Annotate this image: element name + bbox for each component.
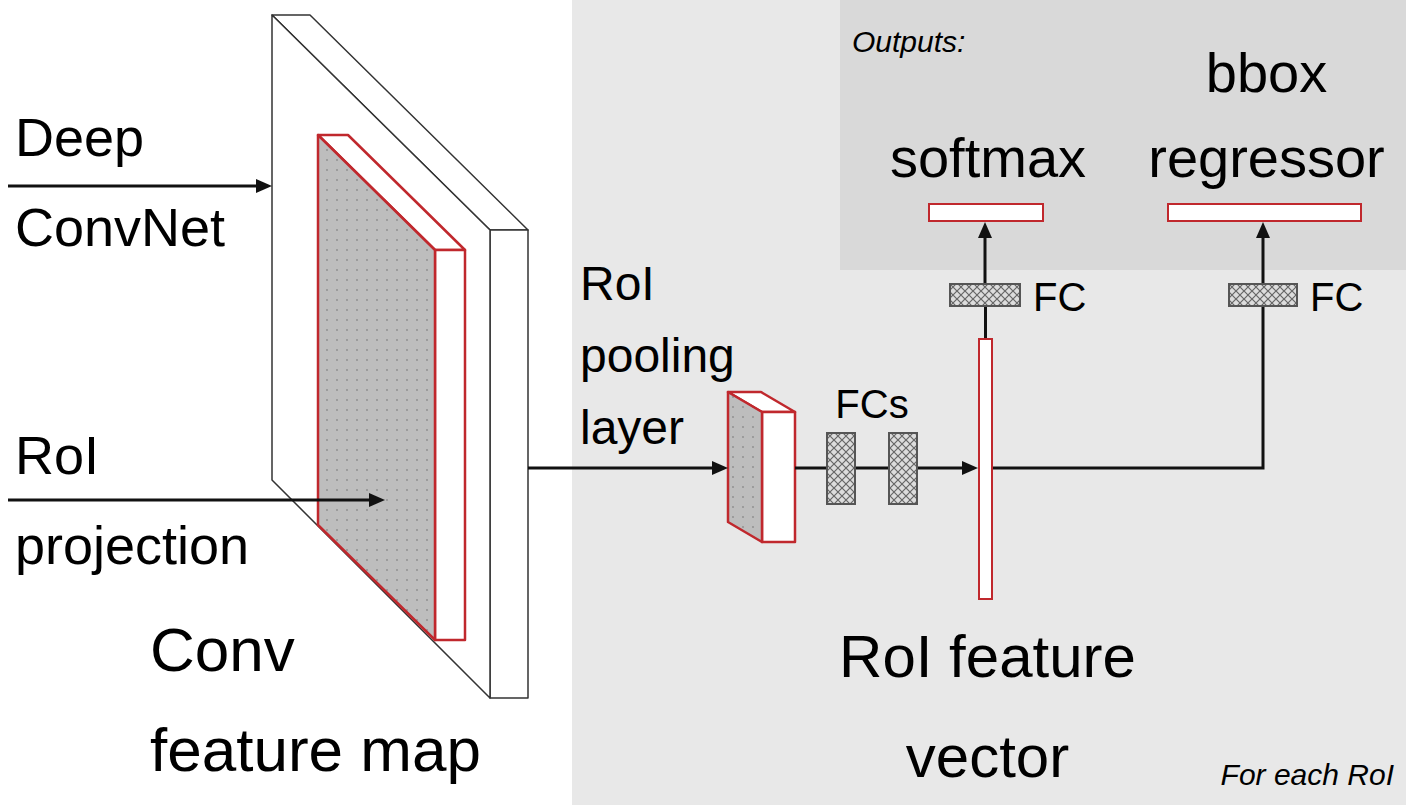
output-label: softmax (838, 115, 1138, 200)
text-anchor: softmax (838, 115, 1138, 200)
connector (528, 461, 728, 475)
text-anchor: FC (1033, 277, 1113, 317)
shape-outline (826, 432, 918, 505)
layer-label: RoI pooling layer (580, 248, 780, 464)
plate-side (490, 230, 528, 698)
text-anchor: Conv feature map (150, 600, 495, 800)
text-anchor: RoI pooling layer (580, 248, 780, 464)
connector-line (1262, 238, 1265, 283)
projection-arrow-line (8, 499, 369, 502)
map-label: Conv feature map (150, 600, 495, 800)
connector (795, 468, 826, 469)
plate-front (272, 15, 490, 698)
softmax-output: softmax (928, 203, 1044, 222)
text-anchor: bbox regressor (1137, 30, 1397, 200)
connector (985, 307, 986, 338)
shape-outline (1228, 283, 1298, 307)
roi-panel: For each RoIOutputs:softmaxbbox regresso… (572, 0, 1406, 805)
connector (993, 307, 1263, 468)
text-anchor: RoI feature vector (828, 607, 1148, 805)
fc-layer: FC (1228, 283, 1298, 307)
text-anchor: FC (1310, 277, 1390, 317)
arrow-head (712, 461, 728, 475)
shape-outline (272, 15, 528, 698)
connector (918, 461, 978, 475)
fc-box (950, 284, 1020, 306)
text-anchor: Deep ConvNet (15, 92, 265, 272)
text-anchor: For each RoI (1094, 755, 1394, 795)
connector-line (993, 307, 1263, 468)
text-anchor: RoI projection (15, 410, 265, 590)
arrow-head (978, 222, 992, 238)
text-anchor: Outputs: (852, 22, 1052, 62)
shape-outline (728, 392, 795, 542)
fc-layer: FC (949, 283, 1021, 307)
connector (1256, 222, 1270, 283)
connector (978, 222, 992, 283)
arrow-head (1256, 222, 1270, 238)
fc-box (889, 433, 917, 504)
input-arrow-line (8, 185, 256, 188)
fc-layers: FCs (826, 432, 918, 505)
text-anchor: FCs (802, 380, 942, 428)
feature-map: Conv feature map (272, 15, 528, 698)
fc-link (855, 467, 889, 470)
arrow-head (256, 179, 272, 193)
roi-slab-side (435, 250, 465, 640)
arrow-head (962, 461, 978, 475)
connector-line (984, 238, 987, 283)
layer-label: FCs (802, 380, 942, 428)
layer-label: FC (1310, 277, 1390, 317)
connector-line (795, 467, 826, 470)
bbox-output: bbox regressor (1167, 203, 1362, 222)
roi-pooling-layer: RoI pooling layer (728, 392, 795, 542)
input-label: Deep ConvNet (15, 92, 265, 272)
layer-label: FC (1033, 277, 1113, 317)
panel-title: Outputs: (852, 22, 1052, 62)
vector-label: RoI feature vector (828, 607, 1148, 805)
shape-outline (949, 283, 1021, 307)
output-label: bbox regressor (1137, 30, 1397, 200)
input-label: RoI projection (15, 410, 265, 590)
arrow-head (369, 493, 385, 507)
outputs-panel: Outputs:softmaxbbox regressor (840, 0, 1406, 270)
fc-box (1229, 284, 1297, 306)
roi-slab-front (318, 135, 435, 640)
panel-note: For each RoI (1094, 755, 1394, 795)
pool-front (728, 392, 762, 542)
pool-side (762, 412, 795, 542)
connector-line (984, 307, 987, 338)
fc-box (827, 433, 855, 504)
connector-line (918, 467, 962, 470)
roi-feature-vector: RoI feature vector (978, 338, 993, 600)
connector-line (528, 467, 712, 470)
